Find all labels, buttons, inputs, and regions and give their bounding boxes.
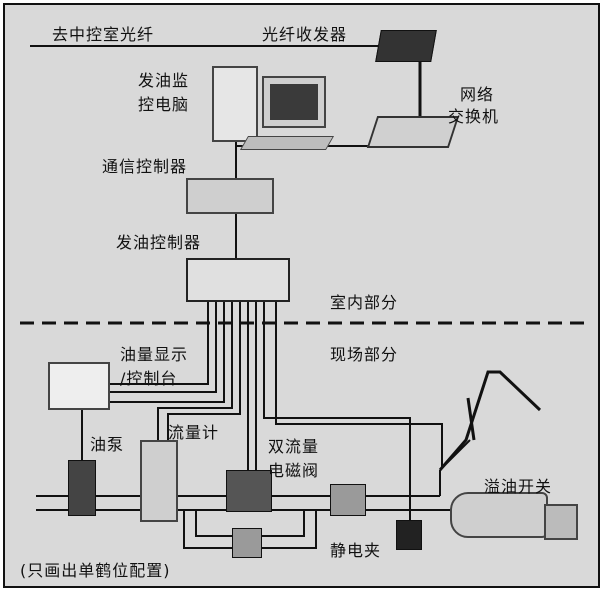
fiber-transceiver [375, 30, 437, 62]
loading-arm [438, 370, 542, 471]
solenoid-valve [226, 470, 272, 512]
valve-label-line2: 电磁阀 [268, 461, 320, 480]
control-cables [81, 302, 471, 520]
flowmeter-label: 流量计 [168, 423, 220, 442]
pump [68, 460, 96, 516]
console-label-line1: 油量显示 [120, 345, 189, 364]
tanker-truck [450, 492, 548, 538]
bypass-valve [232, 528, 262, 558]
transceiver-label: 光纤收发器 [262, 25, 348, 44]
keyboard [239, 136, 335, 150]
pc-label-line1: 发油监 [138, 71, 190, 90]
ball-valve [330, 484, 366, 516]
console-label-line2: /控制台 [120, 369, 178, 388]
indoor-label: 室内部分 [330, 293, 399, 312]
static-clamp-label: 静电夹 [330, 541, 382, 560]
switch-label-line1: 网络 [460, 85, 495, 104]
field-label: 现场部分 [330, 345, 399, 364]
comm-controller-label: 通信控制器 [102, 157, 188, 176]
note-label: (只画出单鹤位配置) [20, 561, 171, 580]
flowmeter [140, 440, 178, 522]
oil-controller-label: 发油控制器 [116, 233, 202, 252]
network-switch [366, 116, 460, 148]
pump-label: 油泵 [90, 435, 125, 454]
comm-controller-box [186, 178, 274, 214]
valve-label-line1: 双流量 [268, 437, 320, 456]
overflow-switch-label: 溢油开关 [484, 477, 553, 496]
monitor-screen [270, 84, 318, 120]
pc-tower [212, 66, 258, 142]
oil-controller-box [186, 258, 290, 302]
console-panel [48, 362, 110, 410]
truck-cab [544, 504, 578, 540]
switch-label-line2: 交换机 [448, 107, 500, 126]
static-clamp-box [396, 520, 422, 550]
center-fiber-label: 去中控室光纤 [52, 25, 155, 44]
pc-label-line2: 控电脑 [138, 95, 190, 114]
